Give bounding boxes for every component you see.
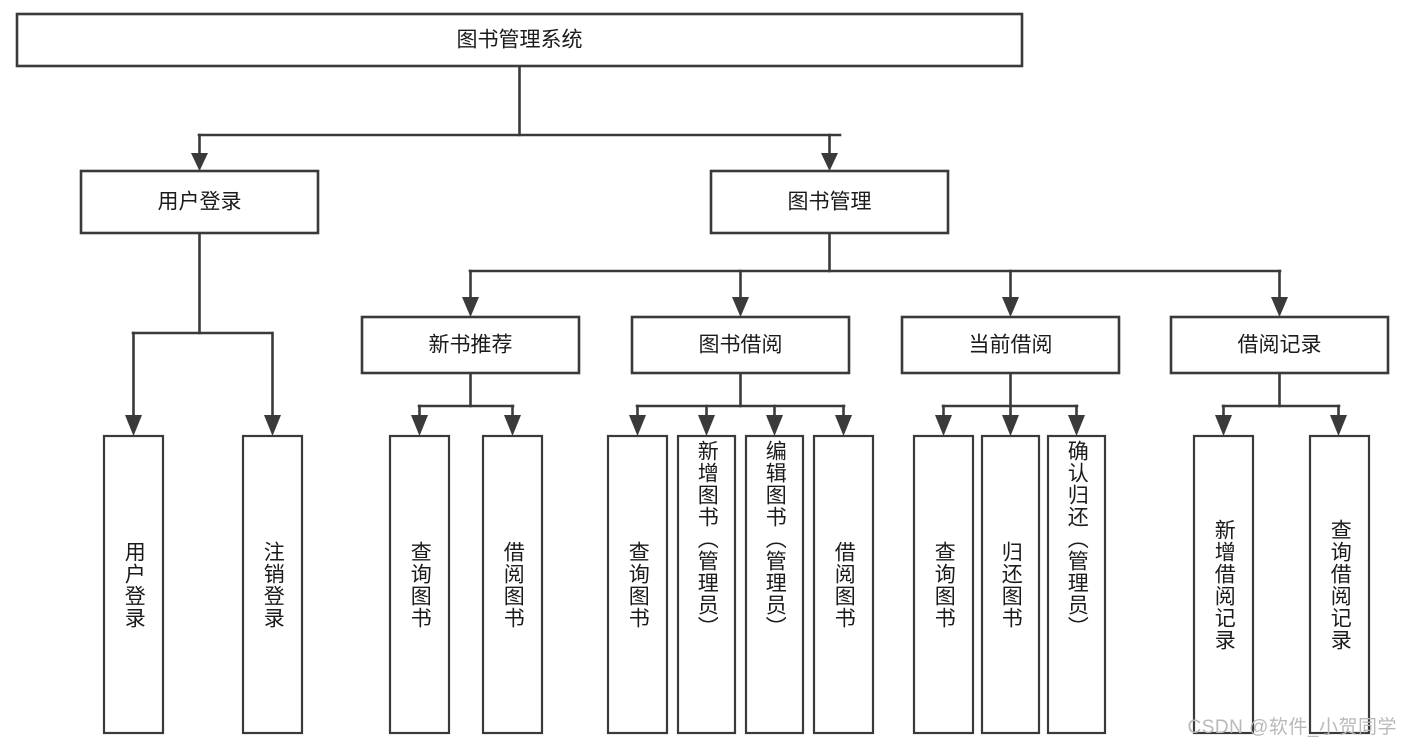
arrow-head-leaf-user-login bbox=[125, 415, 142, 436]
leaf-box-query-book-1[interactable] bbox=[388, 434, 451, 735]
watermark-label: CSDN @软件_小贺同学 bbox=[1187, 717, 1397, 738]
leaf-box-edit-book[interactable] bbox=[744, 434, 805, 735]
leaf-box-borrow-book-2[interactable] bbox=[812, 434, 875, 735]
leaf-box-user-login[interactable] bbox=[102, 434, 165, 735]
leaf-box-add-record[interactable] bbox=[1192, 434, 1255, 735]
arrow-head-leaf-edit-book bbox=[766, 415, 783, 436]
node-book-management[interactable]: 图书管理 bbox=[709, 169, 950, 235]
arrow-head-new-book-recommend bbox=[462, 297, 479, 317]
leaf-box-return-book[interactable] bbox=[980, 434, 1041, 735]
arrow-head-leaf-query-record bbox=[1330, 415, 1347, 436]
arrow-head-user-login bbox=[191, 153, 208, 171]
arrow-head-current-borrow bbox=[1002, 297, 1019, 317]
arrow-head-leaf-add-book bbox=[698, 415, 715, 436]
node-current-borrow[interactable]: 当前借阅 bbox=[900, 315, 1121, 375]
node-current-borrow-label: 当前借阅 bbox=[969, 334, 1053, 357]
arrow-head-leaf-query-book-1 bbox=[411, 415, 428, 436]
leaf-box-add-book[interactable] bbox=[676, 434, 737, 735]
node-borrow-record[interactable]: 借阅记录 bbox=[1169, 315, 1390, 375]
arrow-head-leaf-confirm-return bbox=[1068, 415, 1085, 436]
node-new-book-recommend-label: 新书推荐 bbox=[429, 334, 513, 357]
node-root-box[interactable] bbox=[15, 12, 1024, 68]
node-book-borrow[interactable]: 图书借阅 bbox=[630, 315, 851, 375]
node-book-management-label: 图书管理 bbox=[788, 191, 872, 214]
leaf-box-query-record[interactable] bbox=[1308, 434, 1371, 735]
node-borrow-record-label: 借阅记录 bbox=[1238, 334, 1322, 357]
arrow-head-leaf-logout-login bbox=[264, 415, 281, 436]
node-current-borrow-box[interactable] bbox=[900, 315, 1121, 375]
connector-group-borrow-record bbox=[1215, 371, 1347, 436]
arrow-head-leaf-return-book bbox=[1002, 415, 1019, 436]
connector-group-book-borrow bbox=[629, 371, 852, 436]
arrow-head-leaf-query-book-2 bbox=[629, 415, 646, 436]
node-user-login-label: 用户登录 bbox=[158, 191, 242, 214]
node-root-label: 图书管理系统 bbox=[457, 29, 583, 52]
node-book-borrow-box[interactable] bbox=[630, 315, 851, 375]
connector-group-root bbox=[191, 64, 842, 171]
node-book-management-box[interactable] bbox=[709, 169, 950, 235]
leaf-box-query-book-2[interactable] bbox=[606, 434, 669, 735]
connector-group-new-book-recommend bbox=[411, 371, 521, 436]
leaf-box-logout-login[interactable] bbox=[241, 434, 304, 735]
node-book-borrow-label: 图书借阅 bbox=[699, 334, 783, 357]
node-user-login-box[interactable] bbox=[79, 169, 320, 235]
arrow-head-borrow-record bbox=[1271, 297, 1288, 317]
arrow-head-leaf-borrow-book-1 bbox=[504, 415, 521, 436]
node-new-book-recommend-box[interactable] bbox=[360, 315, 581, 375]
node-root[interactable]: 图书管理系统 bbox=[15, 12, 1024, 68]
arrow-head-leaf-query-book-3 bbox=[935, 415, 952, 436]
arrow-head-book-management bbox=[821, 153, 838, 171]
connector-group-book-management bbox=[462, 231, 1288, 317]
node-user-login[interactable]: 用户登录 bbox=[79, 169, 320, 235]
connector-group-current-borrow bbox=[935, 371, 1085, 436]
leaf-box-confirm-return[interactable] bbox=[1046, 434, 1107, 735]
leaf-box-query-book-3[interactable] bbox=[912, 434, 975, 735]
arrow-head-leaf-add-record bbox=[1215, 415, 1232, 436]
leaf-boxes bbox=[102, 434, 1371, 735]
node-new-book-recommend[interactable]: 新书推荐 bbox=[360, 315, 581, 375]
connector-group-user-login bbox=[125, 231, 281, 436]
node-borrow-record-box[interactable] bbox=[1169, 315, 1390, 375]
arrow-head-book-borrow bbox=[732, 297, 749, 317]
arrow-head-leaf-borrow-book-2 bbox=[835, 415, 852, 436]
leaf-box-borrow-book-1[interactable] bbox=[481, 434, 544, 735]
